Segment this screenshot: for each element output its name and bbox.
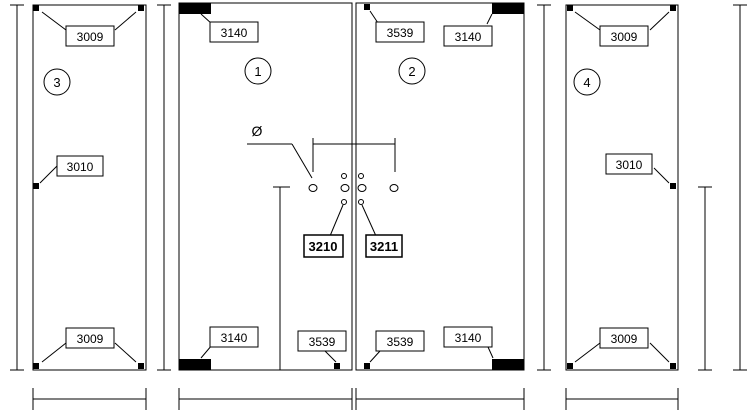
horizontal-dimensions: [32, 388, 679, 410]
fitting-square: [567, 363, 573, 369]
part-label-box: [599, 327, 649, 349]
panel-number: 4: [583, 75, 590, 90]
part-label: 3539: [387, 26, 414, 40]
part-label: 3010: [67, 160, 94, 174]
part-label-box: [56, 155, 104, 177]
part-label: 3010: [616, 158, 643, 172]
leader-lines: [574, 11, 670, 363]
panel-2: 2 3539 3140 3539 3140: [355, 2, 525, 371]
part-label: 3539: [387, 335, 414, 349]
fitting-square: [670, 363, 676, 369]
part-label-box: [365, 234, 403, 258]
part-label-box: [599, 25, 649, 47]
handle-holes: [308, 173, 399, 205]
panel-number-circle: [398, 57, 426, 85]
part-label-box: [375, 21, 425, 43]
fitting-square: [33, 5, 39, 11]
fitting-square: [33, 183, 39, 189]
diameter-symbol: Ø: [252, 123, 263, 139]
fitting-square: [364, 4, 370, 10]
hole-small: [341, 173, 347, 179]
part-label-box: [209, 326, 259, 348]
part-label: 3539: [309, 335, 336, 349]
part-label-bold: 3210: [309, 239, 338, 254]
part-label: 3140: [455, 331, 482, 345]
hole: [389, 184, 399, 192]
part-label: 3140: [455, 30, 482, 44]
glass-panel-2: [355, 2, 525, 371]
leader-lines: [369, 10, 494, 363]
part-label-box: [443, 326, 493, 348]
part-label-box: [65, 25, 115, 47]
part-label: 3140: [221, 26, 248, 40]
hole-dimension: [247, 138, 396, 237]
part-label: 3009: [77, 30, 104, 44]
part-label: 3009: [611, 332, 638, 346]
leader-lines: [39, 11, 137, 363]
panel-number: 2: [408, 64, 415, 79]
hole-small: [341, 199, 347, 205]
panel-number-circle: [43, 68, 71, 96]
part-label-box: [605, 153, 653, 175]
hole: [308, 184, 318, 192]
fitting-square: [138, 5, 144, 11]
panel-1: 1 3140 3140 3539: [178, 2, 353, 371]
glass-panel-4: [565, 4, 679, 371]
part-label-box: [303, 234, 344, 258]
fitting-square: [33, 363, 39, 369]
patch-fitting: [492, 3, 524, 14]
hole: [357, 184, 367, 192]
part-label-box: [209, 21, 259, 43]
part-label-box: [375, 330, 425, 352]
patch-fitting: [179, 3, 211, 14]
fitting-square: [364, 363, 370, 369]
hole-small: [358, 173, 364, 179]
handle-height-marker: [273, 186, 290, 370]
vertical-dimensions: [10, 4, 747, 371]
glass-panel-1: [178, 2, 353, 371]
panel-3: 3 3009 3010 3009: [32, 4, 147, 371]
part-label: 3140: [221, 331, 248, 345]
panel-number-circle: [573, 68, 601, 96]
panel-4: 4 3009 3010 3009: [565, 4, 679, 371]
fitting-square: [670, 183, 676, 189]
fitting-square: [334, 363, 340, 369]
fitting-square: [138, 363, 144, 369]
part-label-bold: 3211: [370, 239, 398, 254]
fitting-square: [670, 5, 676, 11]
fitting-square: [567, 5, 573, 11]
part-label-box: [297, 330, 347, 352]
panel-number: 1: [254, 64, 261, 79]
panel-number-circle: [244, 57, 272, 85]
patch-fitting: [179, 359, 211, 370]
part-label: 3009: [77, 332, 104, 346]
part-label: 3009: [611, 30, 638, 44]
part-label-box: [443, 25, 493, 47]
hole: [340, 184, 350, 192]
panel-number: 3: [53, 75, 60, 90]
hole-small: [358, 199, 364, 205]
part-label-box: [65, 327, 115, 349]
glass-panel-3: [32, 4, 147, 371]
patch-fitting: [492, 359, 524, 370]
